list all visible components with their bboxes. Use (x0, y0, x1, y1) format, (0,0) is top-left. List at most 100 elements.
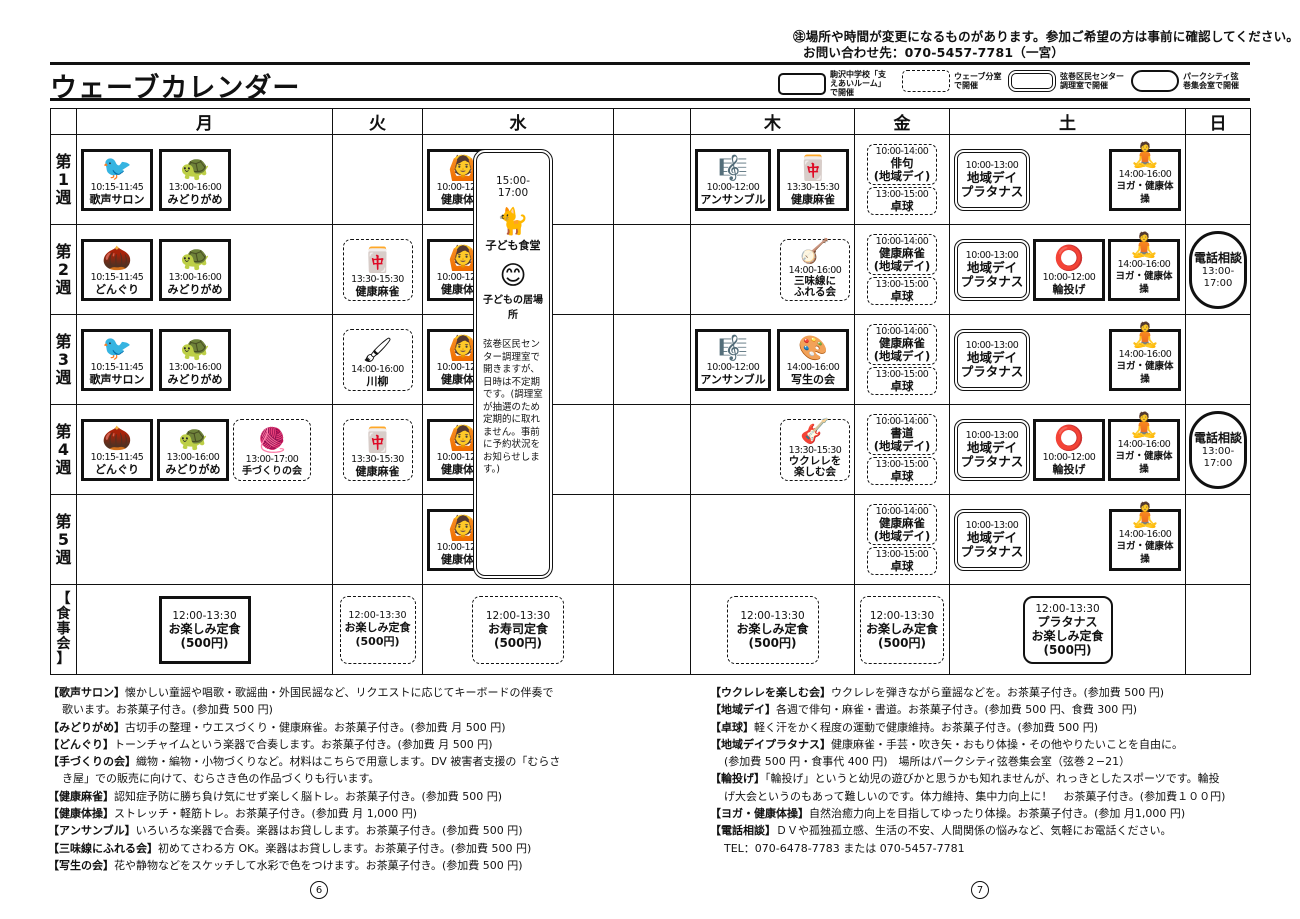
desc-line: き屋」での販売に向けて、むらさき色の作品づくりも行います。 (62, 772, 380, 786)
day-thu: 木 (690, 108, 855, 135)
top-rule (50, 62, 1250, 65)
bird-icon: 🐦 (102, 153, 132, 182)
day-wed: 水 (422, 108, 614, 135)
desc-line: げ大会というのもあって難しいのです。体力維持、集中力向上に！ お茶菓子付き。(参… (724, 789, 1226, 803)
week-label: 第 2 週 (50, 224, 77, 315)
turtle-icon: 🐢 (180, 333, 210, 362)
desc-line: 【地域デイプラタナス】健康麻雀・手芸・吹き矢・おもり体操・その他やりたいことを自… (710, 737, 1183, 751)
week-label: 第 4 週 (50, 404, 77, 495)
turtle-icon: 🐢 (178, 423, 208, 452)
yoga-icon: 🧘 (1129, 230, 1159, 259)
day-fri: 金 (854, 108, 950, 135)
shamisen-icon: 🪕 (800, 236, 830, 265)
desc-line: 【地域デイ】各週で俳句・麻雀・書道。お茶菓子付き。(参加費 500 円、食費 3… (710, 703, 1138, 717)
legend-swatch (902, 70, 950, 92)
page-number-left: 6 (310, 881, 328, 899)
cat-dining-icon: 🐈 (496, 207, 530, 237)
yoga-icon: 🧘 (1130, 320, 1160, 349)
bottom-rule (50, 98, 1250, 101)
page-number-right: 7 (971, 881, 989, 899)
desc-line: (参加費 500 円・食事代 400 円) 場所はパークシティ弦巻集会室（弦巻２… (724, 755, 1131, 769)
day-tue: 火 (332, 108, 423, 135)
desc-line: 【ウクレレを楽しむ会】ウクレレを弾きながら童謡などを。お茶菓子付き。(参加費 5… (710, 686, 1165, 699)
music-notes-icon: 🎼 (718, 153, 748, 182)
day-sun: 日 (1185, 108, 1251, 135)
desc-line: 【卓球】軽く汗をかく程度の運動で健康維持。お茶菓子付き。(参加費 500 円) (710, 720, 1099, 734)
desc-line: 【どんぐり】トーンチャイムという楽器で合奏します。お茶菓子付き。(参加費 月 5… (48, 737, 493, 751)
ring-icon: ⭕ (1054, 243, 1084, 272)
desc-line: 【みどりがめ】古切手の整理・ウエスづくり・健康麻雀。お茶菓子付き。(参加費 月 … (48, 720, 506, 734)
acorn-icon: 🌰 (102, 423, 132, 452)
desc-line: 【アンサンブル】いろいろな楽器で合奏。楽器はお貸しします。お茶菓子付き。(参加費… (48, 824, 523, 838)
yarn-icon: 🧶 (257, 425, 287, 454)
desc-line: TEL：070-6478-7783 または 070-5457-7781 (724, 841, 965, 855)
ukulele-icon: 🎸 (800, 416, 830, 445)
kodomo-shokudo-box[interactable]: 15:00-17:00 🐈 子ども食堂 😊 子どもの居場所 弦巻区民センター調理… (473, 149, 553, 579)
desc-line: 【写生の会】花や静物などをスケッチして水彩で色をつけます。お茶菓子付き。(参加費… (48, 858, 523, 872)
legend-solid: 駒沢中学校「支えあいルーム」で開催 (778, 70, 888, 97)
exercise-icon: 🙆 (448, 153, 478, 182)
notice: ㊟場所や時間が変更になるものがあります。参加ご希望の方は事前に確認してください。… (793, 29, 1300, 60)
desc-line: 【電話相談】ＤＶや孤独孤立感、生活の不安、人間関係の悩みなど、気軽にお電話くださ… (710, 824, 1172, 838)
yoga-icon: 🧘 (1129, 410, 1159, 439)
paint-icon: 🎨 (798, 333, 828, 362)
desc-line: 【歌声サロン】懐かしい童謡や唱歌・歌謡曲・外国民謡など、リクエストに応じてキーボ… (48, 686, 554, 699)
corner-cell (50, 108, 77, 135)
legend-rounded: パークシティ弦巻集会室で開催 (1131, 70, 1245, 92)
bird-icon: 🐦 (102, 333, 132, 362)
desc-line: 歌います。お茶菓子付き。(参加費 500 円) (62, 703, 273, 717)
desc-line: 【健康体操】ストレッチ・軽筋トレ。お茶菓子付き。(参加費 月 1,000 円) (48, 807, 418, 821)
legend-swatch (778, 72, 826, 95)
description-right: 【ウクレレを楽しむ会】ウクレレを弾きながら童謡などを。お茶菓子付き。(参加費 5… (710, 684, 1260, 857)
brush-icon: 🖌 (362, 335, 393, 364)
